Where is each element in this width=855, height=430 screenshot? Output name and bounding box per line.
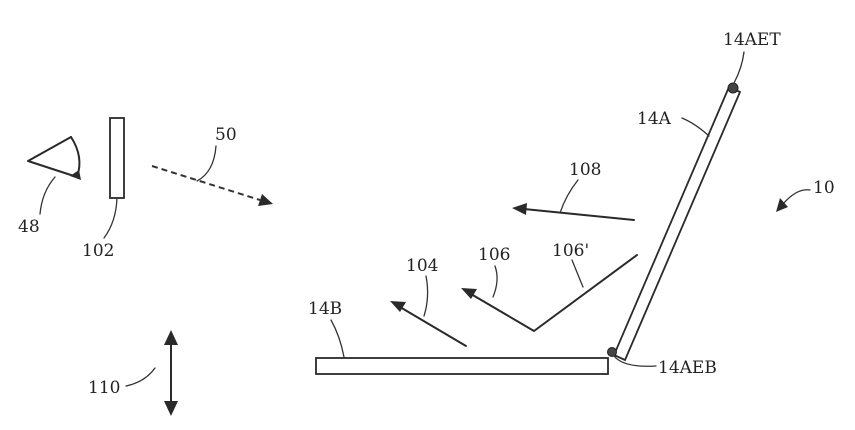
motion-label: 110 xyxy=(88,378,120,398)
view-direction-leader-line xyxy=(196,145,217,182)
filter-panel xyxy=(109,117,125,199)
ray-106-label: 106 xyxy=(478,245,510,265)
ray-104-leader-line xyxy=(423,275,429,317)
base-label: 14B xyxy=(308,299,342,319)
ray-104-label: 104 xyxy=(406,256,438,276)
ray-108-leader-line xyxy=(559,179,579,214)
lid-leader-line xyxy=(681,117,710,137)
double-arrow-vertical-icon xyxy=(164,330,178,416)
motion-leader-line xyxy=(125,367,156,387)
device-base xyxy=(315,357,609,375)
eye-label: 48 xyxy=(18,217,40,237)
eye-icon xyxy=(27,136,81,180)
lid-label: 14A xyxy=(637,109,672,129)
lid-top-edge-leader-line xyxy=(733,51,745,84)
device-reference-arrow xyxy=(776,189,811,212)
device-label: 10 xyxy=(813,178,835,198)
filter-leader-line xyxy=(103,197,118,239)
lid-bottom-edge-label: 14AEB xyxy=(658,358,717,378)
lid-bottom-edge-marker xyxy=(607,347,617,357)
lid-bottom-edge-leader-line xyxy=(613,355,657,367)
ray-104-arrow xyxy=(390,301,467,347)
ray-108-arrow xyxy=(512,203,635,221)
view-direction-arrow xyxy=(151,165,273,206)
ray-106-reflection-arrow xyxy=(461,254,638,332)
view-direction-label: 50 xyxy=(215,125,237,145)
lid-top-edge-label: 14AET xyxy=(723,30,781,50)
ray-108-label: 108 xyxy=(569,160,601,180)
device-lid xyxy=(612,85,742,362)
ray-106-prime-label: 106' xyxy=(552,241,589,261)
filter-label: 102 xyxy=(82,241,114,261)
ray-106-leader-line xyxy=(492,265,498,298)
base-leader-line xyxy=(330,319,345,358)
ray-106-prime-leader-line xyxy=(571,259,584,288)
eye-leader-line xyxy=(39,176,56,215)
lid-top-edge-marker xyxy=(727,82,739,94)
